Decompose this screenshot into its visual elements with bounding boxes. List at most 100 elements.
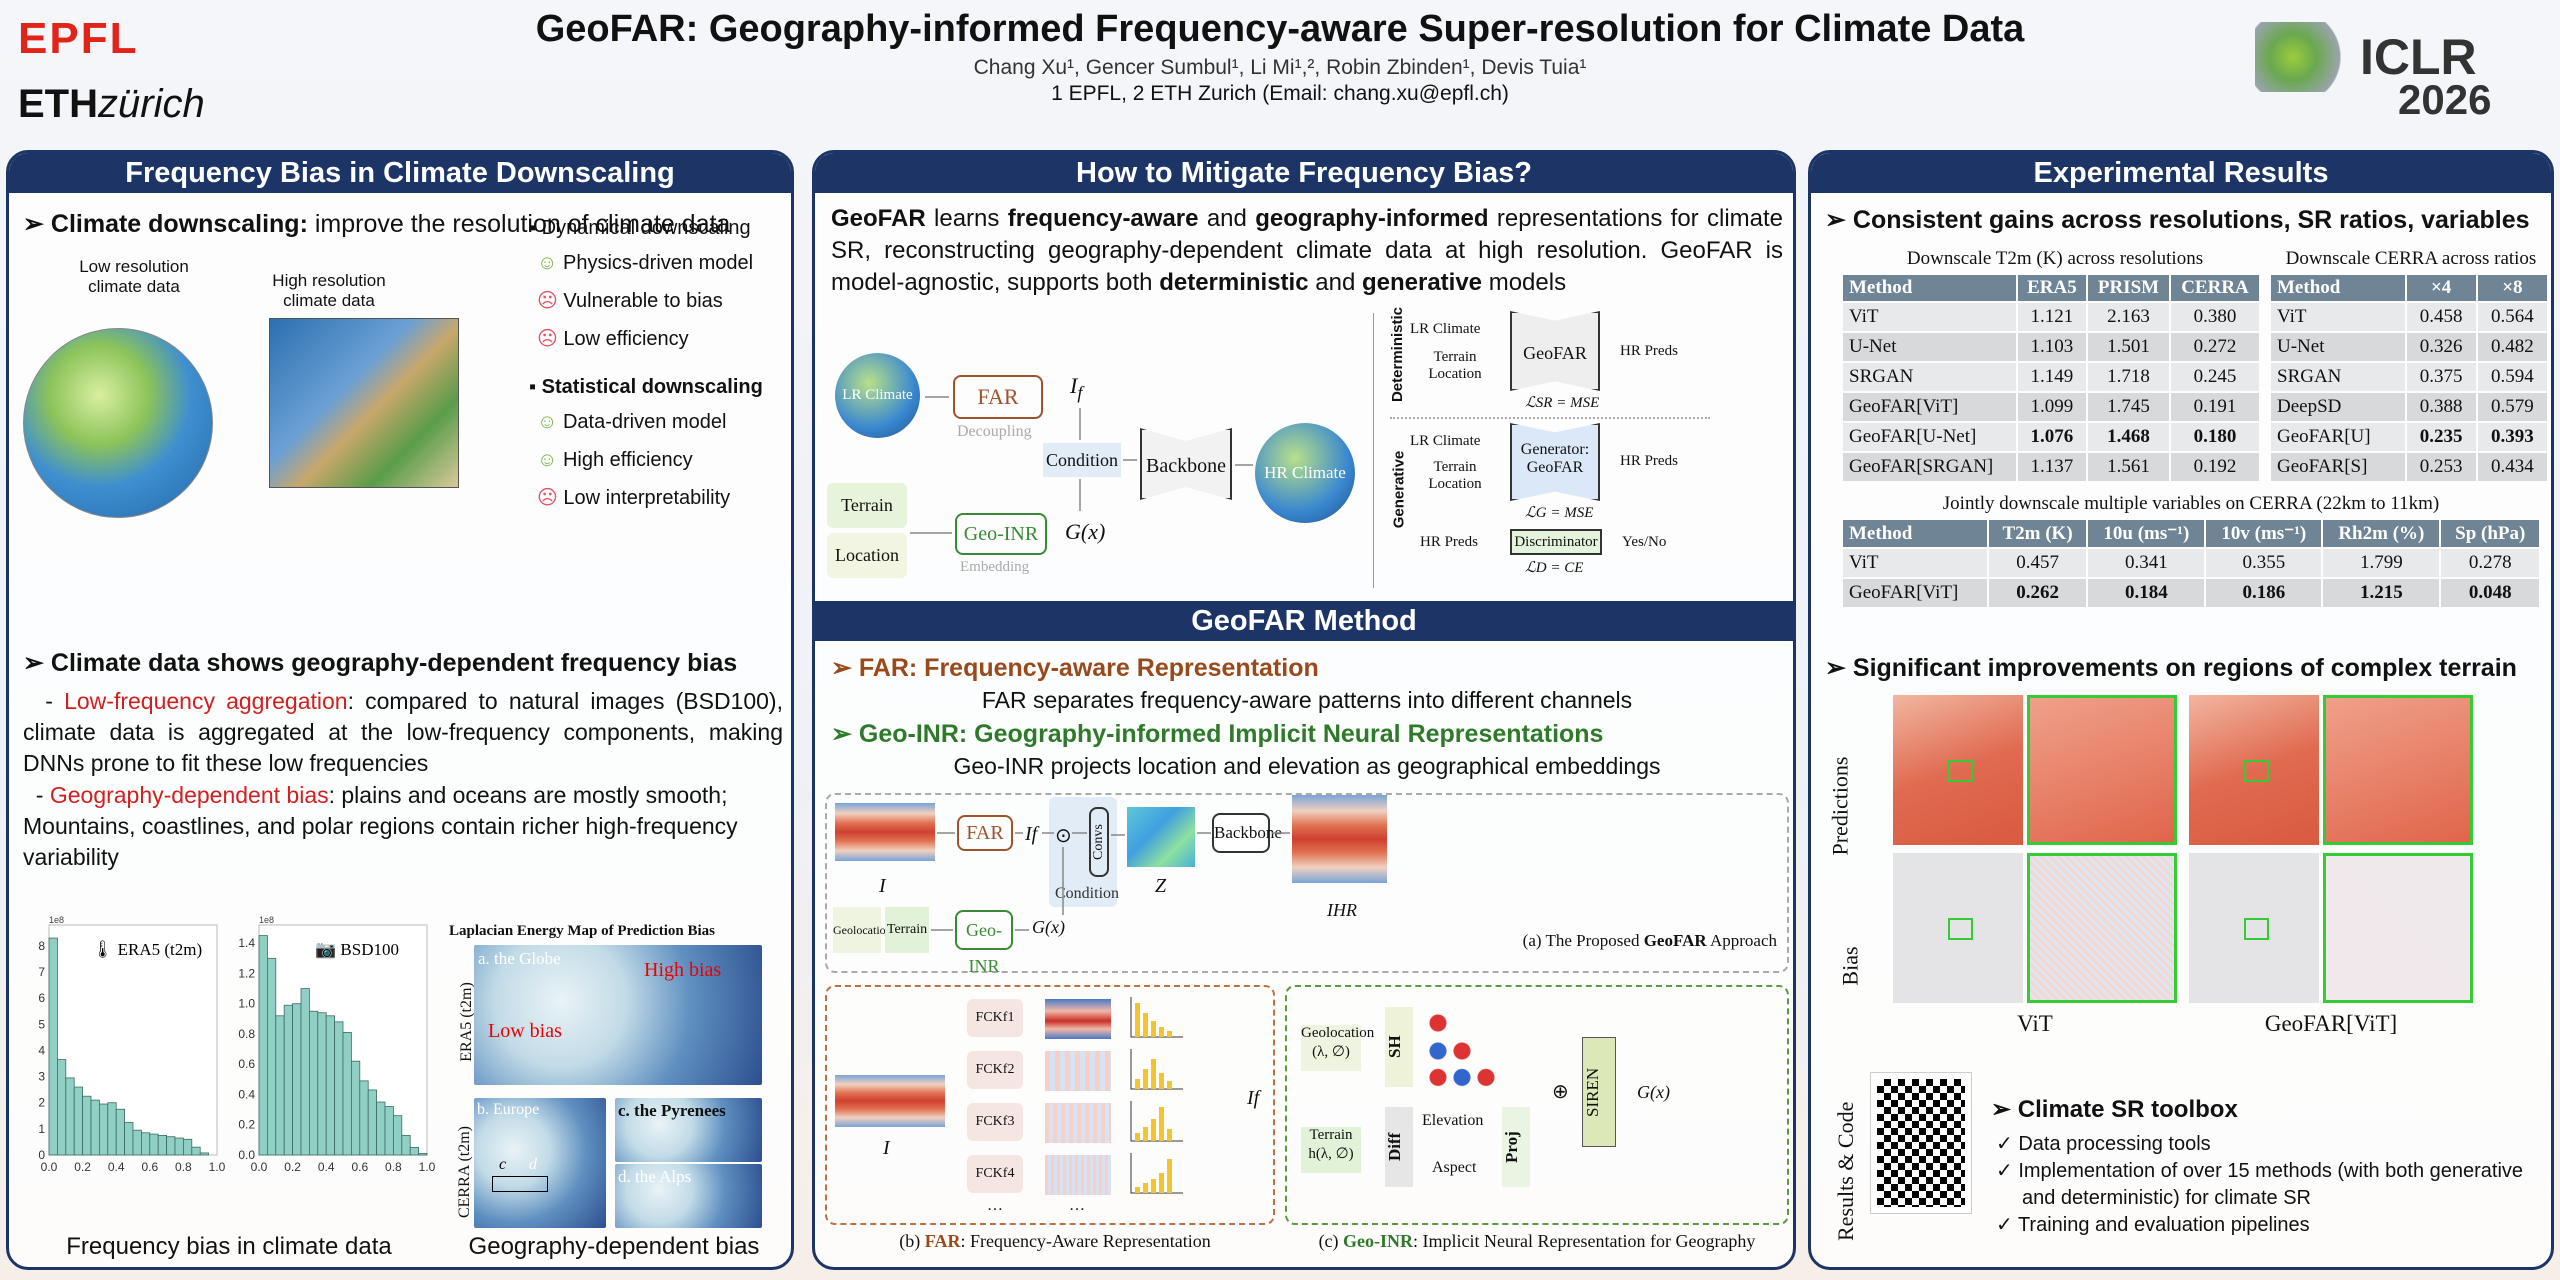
loss-g: ℒG = MSE [1525, 505, 1594, 521]
toolbox-heading: ➢ Climate SR toolbox [1991, 1096, 2238, 1123]
frequency-component-map [1045, 1103, 1111, 1143]
bullet-text: improve the resolution of climate data [307, 210, 731, 238]
list-item: ☹ Low efficiency [537, 320, 789, 358]
histogram-bar [359, 1080, 369, 1156]
x-tick-label: 0.2 [284, 1160, 301, 1174]
column-header: Method [2271, 275, 2405, 301]
x-tick-label: 0.6 [141, 1160, 158, 1174]
column-header: CERRA [2170, 275, 2259, 301]
geoinr-box: Geo-INR [955, 513, 1047, 555]
diff-block: Diff [1385, 1107, 1413, 1187]
histogram-bar [384, 1106, 394, 1156]
table-cell: 0.458 [2406, 303, 2476, 331]
histogram-bar [258, 935, 268, 1156]
histogram-bar [367, 1089, 377, 1156]
table-cell: U-Net [2271, 333, 2405, 361]
fig-b-caption: (b) FAR: Frequency-Aware Representation [899, 1231, 1211, 1251]
histogram-bar [317, 1012, 327, 1156]
vit-prediction-map [1893, 695, 2023, 845]
map-title: Laplacian Energy Map of Prediction Bias [449, 923, 715, 939]
histogram-bar [401, 1134, 411, 1156]
chart-title: 🌡 ERA5 (t2m) [92, 940, 202, 959]
input-climate-map [835, 1075, 945, 1127]
histogram-bar [90, 1099, 100, 1156]
poster-title: GeoFAR: Geography-informed Frequency-awa… [535, 8, 2025, 50]
divider [1390, 417, 1710, 419]
figure-c: Geolocation (λ, ∅) SH Terrain h(λ, ∅) Di… [1285, 985, 1789, 1225]
high-res-label: High resolution climate data [272, 271, 386, 310]
smile-icon: ☺ [537, 411, 563, 433]
affiliations: 1 EPFL, 2 ETH Zurich (Email: chang.xu@ep… [1051, 82, 1509, 105]
lr-input-gen: LR Climate [1410, 433, 1481, 449]
table-cell: GeoFAR[U] [2271, 423, 2405, 451]
high-bias-label: High bias [644, 959, 722, 981]
table-header-row: Method×4×8 [2271, 275, 2547, 301]
table-cell: 1.076 [2017, 423, 2086, 451]
hr-preds-input: HR Preds [1420, 534, 1478, 550]
low-bias-label: Low bias [488, 1020, 562, 1042]
histogram-bar [115, 1108, 125, 1156]
table-cell: 1.501 [2087, 333, 2169, 361]
y-tick-label: 0.8 [238, 1027, 255, 1041]
table-cell: 0.393 [2477, 423, 2547, 451]
col-label-vit: ViT [2017, 1011, 2053, 1036]
discriminator-box: Discriminator [1510, 529, 1602, 555]
divider [1373, 313, 1374, 588]
table-cell: ViT [2271, 303, 2405, 331]
gx-label: G(x) [1032, 917, 1065, 937]
toolbox-list: ✓ Data processing tools✓ Implementation … [1996, 1131, 2536, 1239]
panel-results: Experimental Results ➢ Consistent gains … [1808, 150, 2554, 1270]
location-icon: Location [827, 533, 907, 578]
list-item: ☹ Low interpretability [537, 479, 789, 517]
map-b-label: b. Europe [477, 1101, 540, 1118]
map-a-label: a. the Globe [478, 949, 561, 968]
table-cell: 1.149 [2017, 363, 2086, 391]
check-item: ✓ Training and evaluation pipelines [1996, 1212, 2536, 1239]
check-item: ✓ Implementation of over 15 methods (wit… [1996, 1158, 2536, 1212]
y-tick-label: 1.0 [238, 997, 255, 1011]
geofar-bias-map [2189, 853, 2319, 1003]
vit-prediction-zoom [2027, 695, 2177, 845]
row-label-bias: Bias [1837, 946, 1863, 986]
check-item-label: Training and evaluation pipelines [2017, 1214, 2310, 1236]
y-tick-label: 7 [38, 965, 45, 979]
multiply-icon: ⊙ [1055, 825, 1072, 847]
box-c-label: c [499, 1156, 507, 1173]
histogram-bar [149, 1133, 159, 1156]
qr-code[interactable] [1870, 1072, 1972, 1214]
histogram-bar [342, 1032, 352, 1156]
table-cell: 0.341 [2088, 549, 2205, 577]
list-item-label: Vulnerable to bias [563, 290, 723, 312]
col-label-geofar: GeoFAR[ViT] [2264, 1011, 2398, 1036]
fck-block: FCKf2 [967, 1051, 1023, 1089]
panel-frequency-bias: Frequency Bias in Climate Downscaling ➢ … [6, 150, 794, 1270]
table-cell: 1.718 [2087, 363, 2169, 391]
x-tick-label: 1.0 [419, 1160, 436, 1174]
histogram-bar [309, 1010, 319, 1156]
scale-label: 1e8 [49, 915, 64, 925]
x-tick-label: 1.0 [209, 1160, 226, 1174]
table-cell: 1.468 [2087, 423, 2169, 451]
spectrum-icon [1130, 997, 1183, 1038]
histogram-bar [283, 1004, 294, 1156]
fck-block: FCKf4 [967, 1155, 1023, 1193]
y-tick-label: 0.2 [238, 1118, 255, 1132]
row-label-cerra: CERRA (t2m) [456, 1125, 474, 1219]
map-c-label: c. the Pyrenees [618, 1101, 726, 1120]
geofar-block: GeoFAR [1510, 311, 1600, 391]
x-tick-label: 0.0 [251, 1160, 268, 1174]
histogram-bar [182, 1138, 193, 1156]
column-header: Method [1843, 520, 1987, 547]
table-cell: 0.191 [2170, 393, 2259, 421]
table-cell: 0.579 [2477, 393, 2547, 421]
para-geo-bias: - Geography-dependent bias: plains and o… [23, 782, 738, 870]
list-item-label: Low efficiency [563, 328, 689, 350]
scale-label: 1e8 [259, 915, 274, 925]
y-tick-label: 4 [38, 1043, 45, 1057]
